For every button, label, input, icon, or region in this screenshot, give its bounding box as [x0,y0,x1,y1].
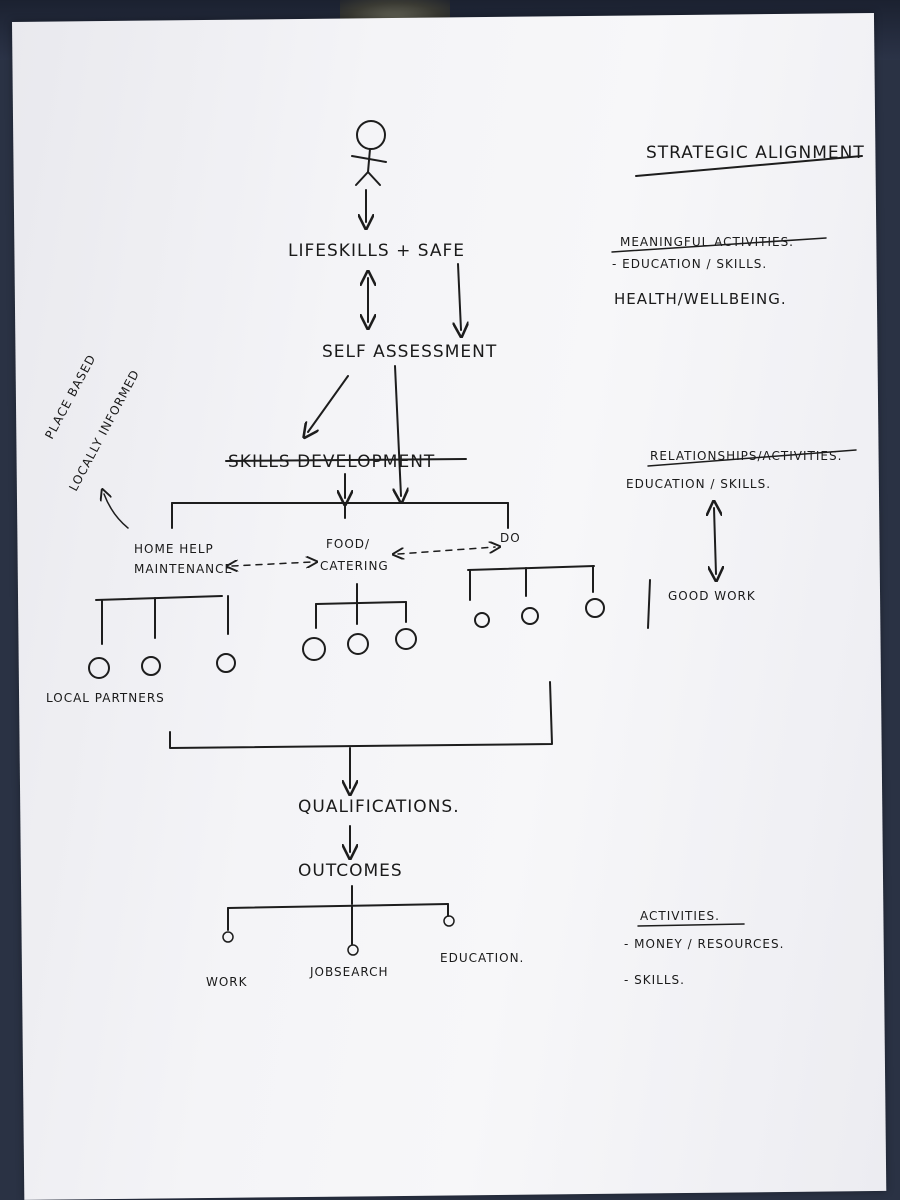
health-wellbeing-note: HEALTH/WELLBEING. [614,290,787,308]
arrow-home-food [232,562,312,566]
strategic-alignment-title: STRATEGIC ALIGNMENT [646,143,865,163]
outcomes-label: OUTCOMES [298,861,403,881]
arrow-education-goodwork [714,508,716,574]
maintenance-label: MAINTENANCE [134,562,233,576]
activities-note: ACTIVITIES. [640,909,720,923]
relationships-activities-note: RELATIONSHIPS/ACTIVITIES. [650,449,842,463]
home-help-branch [88,595,236,679]
activities-underline [637,923,745,927]
meaningful-activities-note: MEANINGFUL ACTIVITIES. [620,235,794,249]
arrow-self-skills-diagonal [308,375,349,432]
good-work-note: GOOD WORK [668,589,756,603]
work-label: WORK [206,975,248,989]
title-underline [635,155,863,177]
relationships-underline [647,449,857,467]
arrow-self-outcomes-direct [395,365,401,496]
lifeskills-label: LIFESKILLS + SAFE [288,241,465,261]
money-resources-note: - MONEY / RESOURCES. [624,937,784,951]
arrow-place-based [104,494,129,529]
arrow-food-do [398,547,495,554]
skills-development-label: SKILLS DEVELOPMENT [228,452,435,472]
person-icon [351,120,387,186]
food-branch [302,583,417,661]
do-branch [467,565,605,628]
place-based-label: PLACE BASED [42,352,98,441]
education-skills-note: - EDUCATION / SKILLS. [612,257,767,271]
meaningful-underline [611,237,827,253]
jobsearch-label: JOBSEARCH [309,965,389,979]
skills-note: - SKILLS. [624,973,685,987]
catering-label: CATERING [320,559,389,573]
qualifications-label: QUALIFICATIONS. [298,797,460,817]
arrow-lifeskills-self [458,263,461,330]
food-label: FOOD/ [326,537,370,551]
self-assessment-label: SELF ASSESSMENT [322,342,497,362]
goodwork-divider [647,579,651,629]
education-label: EDUCATION. [440,951,524,965]
outcomes-branch [222,885,455,956]
home-help-label: HOME HELP [134,542,214,556]
skills-development-strike [225,458,467,462]
do-label: DO [500,531,521,545]
education-skills-note-2: EDUCATION / SKILLS. [626,477,771,491]
local-partners-label: LOCAL PARTNERS [46,691,165,705]
join-bracket [169,681,553,749]
